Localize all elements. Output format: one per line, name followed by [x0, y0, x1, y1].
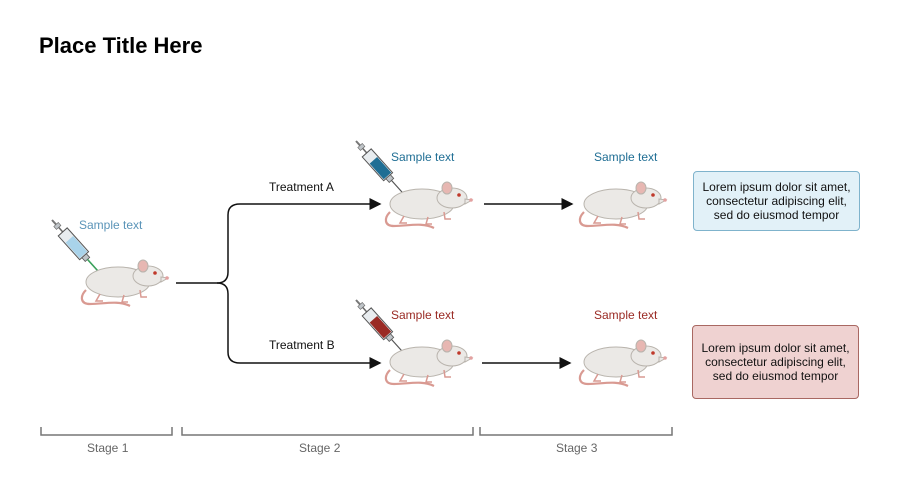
stage-label: Stage 3	[556, 441, 598, 455]
stage-bracket	[40, 427, 173, 436]
sample-label: Sample text	[391, 308, 455, 322]
note-box-a: Lorem ipsum dolor sit amet, consectetur …	[693, 171, 860, 231]
stage-bracket	[181, 427, 474, 436]
treatment-b-label: Treatment B	[269, 338, 335, 352]
stage-label: Stage 1	[87, 441, 129, 455]
sample-label: Sample text	[391, 150, 455, 164]
treatment-a-label: Treatment A	[269, 180, 334, 194]
sample-label: Sample text	[594, 308, 658, 322]
branch-connector	[176, 198, 382, 369]
page-title: Place Title Here	[39, 33, 203, 58]
mouse-icon	[578, 180, 668, 230]
sample-label: Sample text	[79, 218, 143, 232]
sample-label: Sample text	[594, 150, 658, 164]
syringe-icon	[350, 294, 410, 359]
stage-label: Stage 2	[299, 441, 341, 455]
mouse-icon	[578, 338, 668, 388]
stage-bracket	[479, 427, 673, 436]
syringe-icon	[350, 135, 410, 200]
note-box-b: Lorem ipsum dolor sit amet, consectetur …	[692, 325, 859, 399]
